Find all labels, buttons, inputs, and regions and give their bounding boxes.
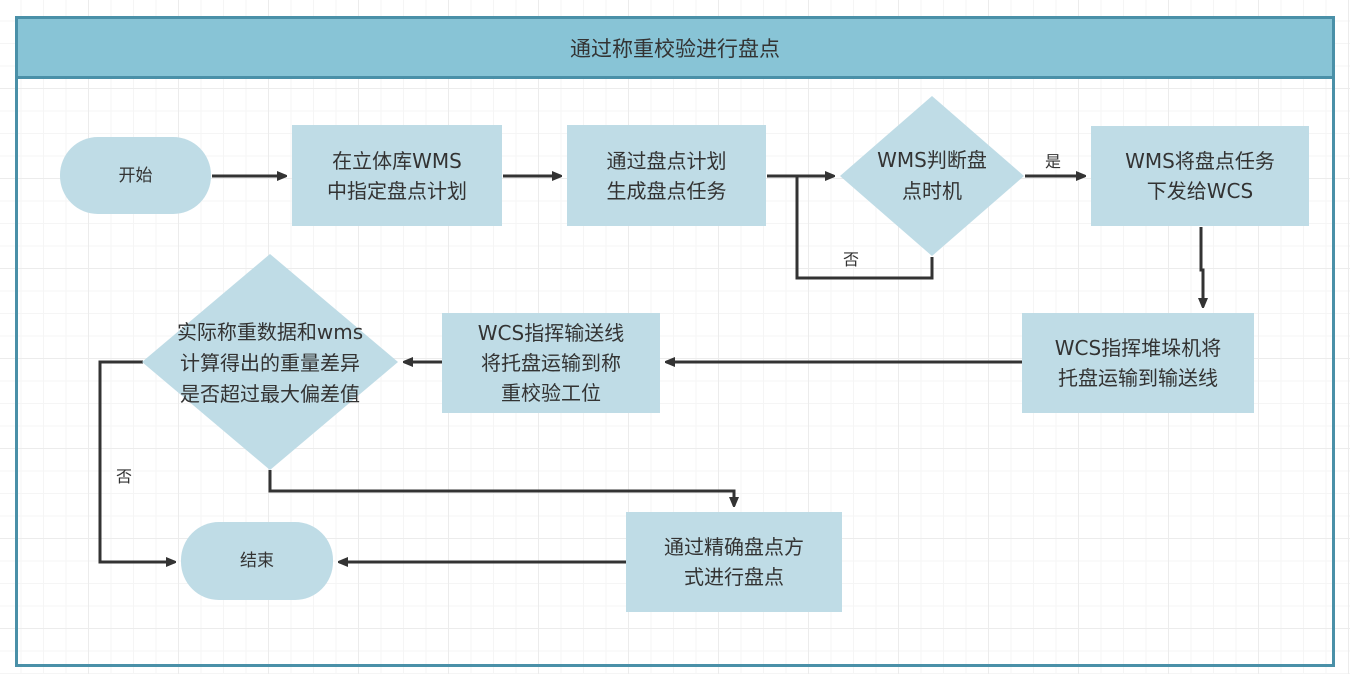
diagram-title: 通过称重校验进行盘点 [18,19,1332,79]
process-stacker-transport[interactable]: WCS指挥堆垛机将 托盘运输到输送线 [1022,313,1254,413]
edge-weight-check-to-precise [268,470,734,506]
process-conveyor-transport[interactable]: WCS指挥输送线 将托盘运输到称 重校验工位 [442,313,660,413]
process-precise-inventory[interactable]: 通过精确盘点方 式进行盘点 [626,512,842,612]
edge-judge-no-loop [795,176,934,280]
edge-dispatch-to-stacker [1201,227,1203,307]
decision-judge-timing[interactable]: WMS判断盘 点时机 [877,148,987,203]
decision-weight-check[interactable]: 实际称重数据和wms 计算得出的重量差异 是否超过最大偏差值 [176,319,364,406]
edge-label-no-loop: 否 [843,250,860,269]
process-specify-plan[interactable]: 在立体库WMS 中指定盘点计划 [292,125,502,226]
decision-judge-timing-shape [840,96,1024,256]
swimlane-frame: 通过称重校验进行盘点 [15,16,1335,667]
edge-weight-check-no-to-end [98,360,175,562]
edge-label-yes: 是 [1045,152,1062,171]
end-terminator[interactable]: 结束 [181,522,333,600]
edge-label-no-weight: 否 [116,467,133,486]
process-generate-task[interactable]: 通过盘点计划 生成盘点任务 [567,125,766,226]
start-terminator[interactable]: 开始 [60,137,211,214]
decision-weight-check-shape [142,254,398,470]
process-dispatch-to-wcs[interactable]: WMS将盘点任务 下发给WCS [1091,126,1309,226]
